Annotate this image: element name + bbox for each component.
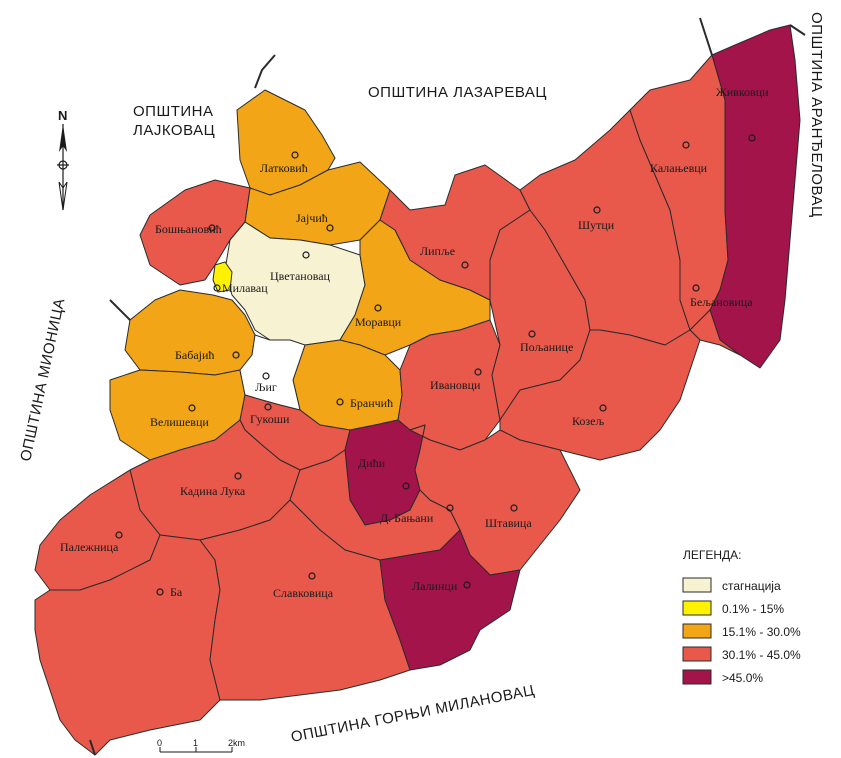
- legend-label-3: 30.1% - 45.0%: [722, 648, 801, 662]
- legend-swatch-2: [682, 623, 712, 639]
- label-velisevci: Велишевци: [150, 415, 209, 429]
- label-milavac: Милавац: [222, 281, 268, 295]
- north-arrow-label: N: [58, 108, 67, 123]
- dot-lipje: [461, 261, 469, 269]
- dot-gukosi: [264, 403, 272, 411]
- dot-poljanice: [528, 330, 536, 338]
- dot-d-banjani: [446, 504, 454, 512]
- dot-zivkovci: [748, 134, 756, 142]
- region-lalinci[interactable]: [379, 529, 521, 671]
- label-sutci: Шутци: [578, 218, 615, 232]
- label-gukosi: Гукоши: [250, 412, 290, 426]
- dot-latkovic: [291, 151, 299, 159]
- village-regions: [34, 24, 801, 756]
- label-beljanovica: Бељановица: [690, 295, 753, 309]
- label-lajkovac-line2: ЛАЈКОВАЦ: [133, 122, 215, 139]
- region-bosnjanovic[interactable]: [139, 179, 251, 286]
- dot-sutci: [593, 206, 601, 214]
- dot-dici: [402, 482, 410, 490]
- label-babajic: Бабајић: [175, 348, 214, 362]
- label-dici: Дићи: [358, 456, 386, 470]
- village-markers: Латковић Јајчић Бошњановић Цветановац Ми…: [60, 85, 769, 600]
- label-brancic: Бранчић: [350, 396, 393, 410]
- legend-label-1: 0.1% - 15%: [722, 602, 784, 616]
- label-ljig: Љиг: [255, 380, 277, 394]
- label-d-banjani: Д. Бањани: [380, 511, 434, 525]
- label-moravci: Моравци: [355, 315, 402, 329]
- label-mionica: ОПШТИНА МИОНИЦА: [17, 297, 68, 463]
- dot-moravci: [374, 304, 382, 312]
- label-kalanjevci: Калањевци: [650, 161, 708, 175]
- dot-milavac: [213, 284, 221, 292]
- region-babajic[interactable]: [124, 289, 256, 376]
- dot-ivanovci: [474, 368, 482, 376]
- dot-velisevci: [188, 404, 196, 412]
- dot-cvetanovac: [302, 251, 310, 259]
- legend-swatch-0: [682, 577, 712, 593]
- dot-babajic: [232, 351, 240, 359]
- dot-ljig: [262, 372, 270, 380]
- dot-ba: [156, 588, 164, 596]
- legend-label-4: >45.0%: [722, 671, 763, 685]
- scale-label-2: 2km: [228, 738, 245, 748]
- external-boundary-ticks: [89, 17, 806, 756]
- legend-title: ЛЕГЕНДА:: [683, 548, 742, 562]
- region-latkovic[interactable]: [236, 89, 336, 196]
- dot-jajcic: [326, 224, 334, 232]
- dot-kalanjevci: [682, 141, 690, 149]
- legend-swatch-3: [682, 646, 712, 662]
- dot-slavkovica: [308, 572, 316, 580]
- label-slavkovica: Славковица: [273, 586, 334, 600]
- legend-label-2: 15.1% - 30.0%: [722, 625, 801, 639]
- label-poljanice: Пољанице: [520, 340, 573, 354]
- label-lajkovac-line1: ОПШТИНА: [133, 103, 213, 120]
- label-jajcic: Јајчић: [296, 211, 328, 225]
- label-latkovic: Латковић: [260, 161, 308, 175]
- scale-bar: 0 1 2km: [157, 738, 245, 753]
- legend-swatch-4: [682, 669, 712, 685]
- scale-label-1: 1: [193, 738, 198, 748]
- label-palieznica: Палежница: [60, 540, 119, 554]
- label-zivkovci: Живковци: [716, 85, 769, 99]
- label-bosnjanovic: Бошњановић: [155, 222, 222, 236]
- dot-kadina-luka: [234, 472, 242, 480]
- label-kozelj: Козељ: [572, 414, 604, 428]
- dot-palieznica: [115, 531, 123, 539]
- dot-brancic: [336, 398, 344, 406]
- region-zivkovci[interactable]: [709, 24, 801, 369]
- label-kadina-luka: Кадина Лука: [180, 484, 246, 498]
- north-arrow: N: [57, 108, 69, 211]
- dot-kozelj: [599, 404, 607, 412]
- label-arandjelovac: ОПШТИНА АРАНЂЕЛОВАЦ: [808, 12, 825, 218]
- label-ivanovci: Ивановци: [430, 378, 481, 392]
- label-lipje: Липље: [420, 244, 455, 258]
- scale-label-0: 0: [157, 738, 162, 748]
- label-lazarevac: ОПШТИНА ЛАЗАРЕВАЦ: [368, 84, 547, 101]
- label-cvetanovac: Цветановац: [270, 269, 331, 283]
- legend: ЛЕГЕНДА: стагнација 0.1% - 15% 15.1% - 30.…: [682, 548, 801, 685]
- dot-bosnjanovic: [208, 224, 216, 232]
- label-lalinci: Лалинци: [412, 579, 458, 593]
- label-stavica: Штавица: [485, 516, 532, 530]
- dot-lalinci: [463, 581, 471, 589]
- dot-stavica: [510, 504, 518, 512]
- dot-beljanovica: [692, 284, 700, 292]
- legend-label-0: стагнација: [722, 579, 781, 593]
- legend-swatch-1: [682, 600, 712, 616]
- label-ba: Ба: [170, 585, 183, 599]
